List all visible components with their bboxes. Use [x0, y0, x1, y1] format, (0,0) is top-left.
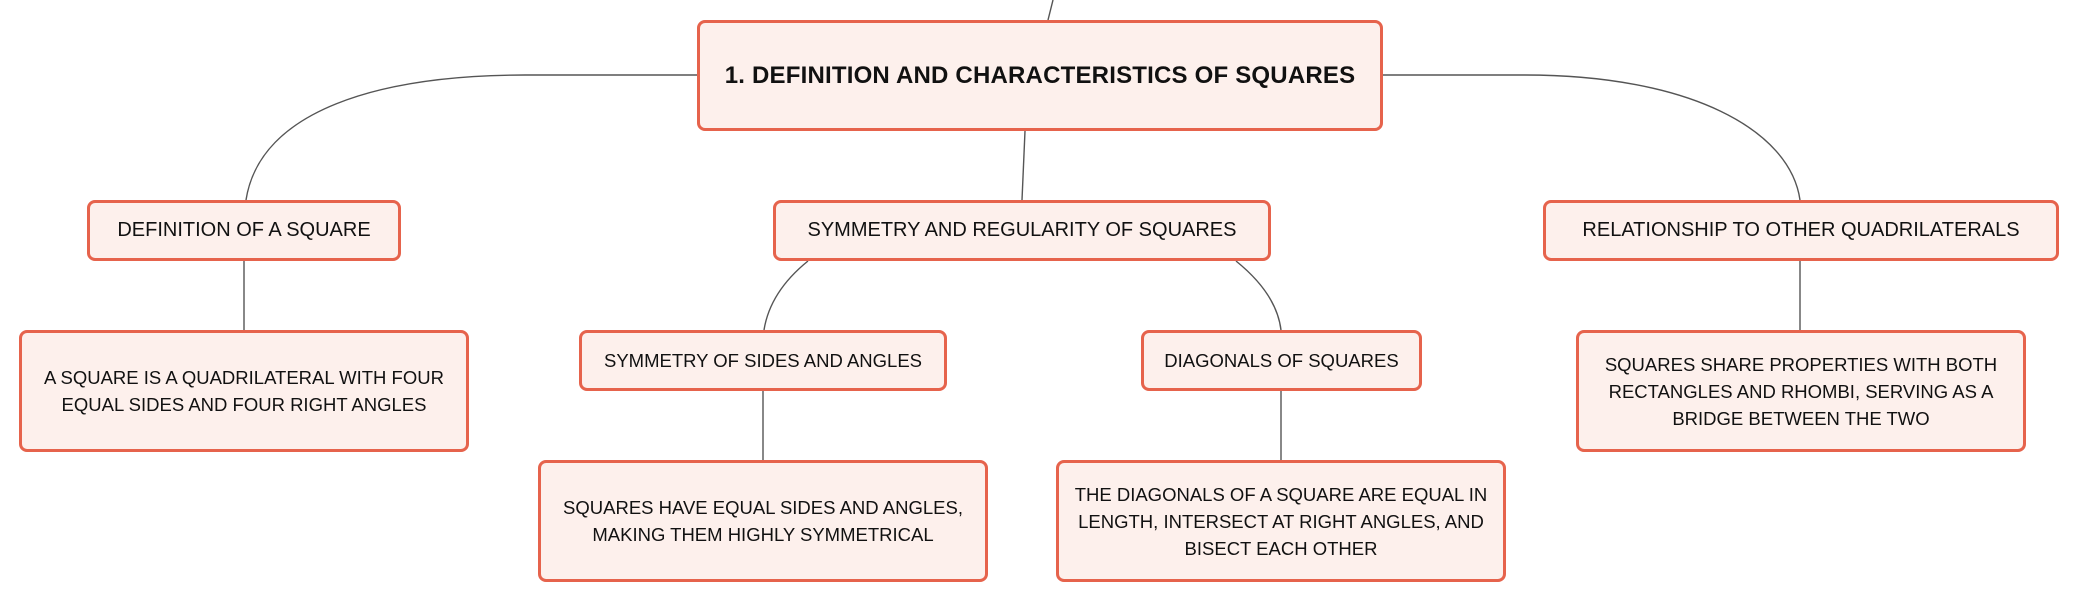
definition-detail-node[interactable]: A SQUARE IS A QUADRILATERAL WITH FOUR EQ…: [19, 330, 469, 452]
symmetry-node[interactable]: SYMMETRY AND REGULARITY OF SQUARES: [773, 200, 1271, 261]
sides-angles-node-label: SYMMETRY OF SIDES AND ANGLES: [603, 350, 922, 371]
connector-root-symmetry: [1021, 130, 1026, 201]
connector-symmetry-sides: [763, 260, 809, 331]
connector-symmetry-diagonals: [1235, 260, 1282, 331]
sides-angles-detail-node[interactable]: SQUARES HAVE EQUAL SIDES AND ANGLES, MAK…: [538, 460, 988, 582]
connector-root-definition: [245, 74, 697, 201]
sides-angles-detail-text: SQUARES HAVE EQUAL SIDES AND ANGLES, MAK…: [563, 497, 963, 545]
diagonals-detail-text: THE DIAGONALS OF A SQUARE ARE EQUAL IN L…: [1074, 483, 1488, 559]
relationship-node[interactable]: RELATIONSHIP TO OTHER QUADRILATERALS: [1543, 200, 2059, 261]
symmetry-node-label: SYMMETRY AND REGULARITY OF SQUARES: [807, 219, 1237, 241]
connector-root-relationship: [1383, 74, 1801, 201]
diagonals-node-label: DIAGONALS OF SQUARES: [1164, 350, 1399, 371]
definition-node-label: DEFINITION OF A SQUARE: [117, 219, 371, 241]
root-node[interactable]: 1. DEFINITION AND CHARACTERISTICS OF SQU…: [697, 20, 1383, 131]
connector-parent: [1047, 0, 1054, 21]
definition-detail-text: A SQUARE IS A QUADRILATERAL WITH FOUR EQ…: [44, 367, 444, 415]
root-node-label: 1. DEFINITION AND CHARACTERISTICS OF SQU…: [724, 62, 1356, 89]
definition-node[interactable]: DEFINITION OF A SQUARE: [87, 200, 401, 261]
relationship-detail-node[interactable]: SQUARES SHARE PROPERTIES WITH BOTH RECTA…: [1576, 330, 2026, 452]
relationship-node-label: RELATIONSHIP TO OTHER QUADRILATERALS: [1582, 219, 2020, 241]
diagonals-node[interactable]: DIAGONALS OF SQUARES: [1141, 330, 1422, 391]
sides-angles-node[interactable]: SYMMETRY OF SIDES AND ANGLES: [579, 330, 947, 391]
diagonals-detail-node[interactable]: THE DIAGONALS OF A SQUARE ARE EQUAL IN L…: [1056, 460, 1506, 582]
relationship-detail-text: SQUARES SHARE PROPERTIES WITH BOTH RECTA…: [1604, 353, 1998, 429]
